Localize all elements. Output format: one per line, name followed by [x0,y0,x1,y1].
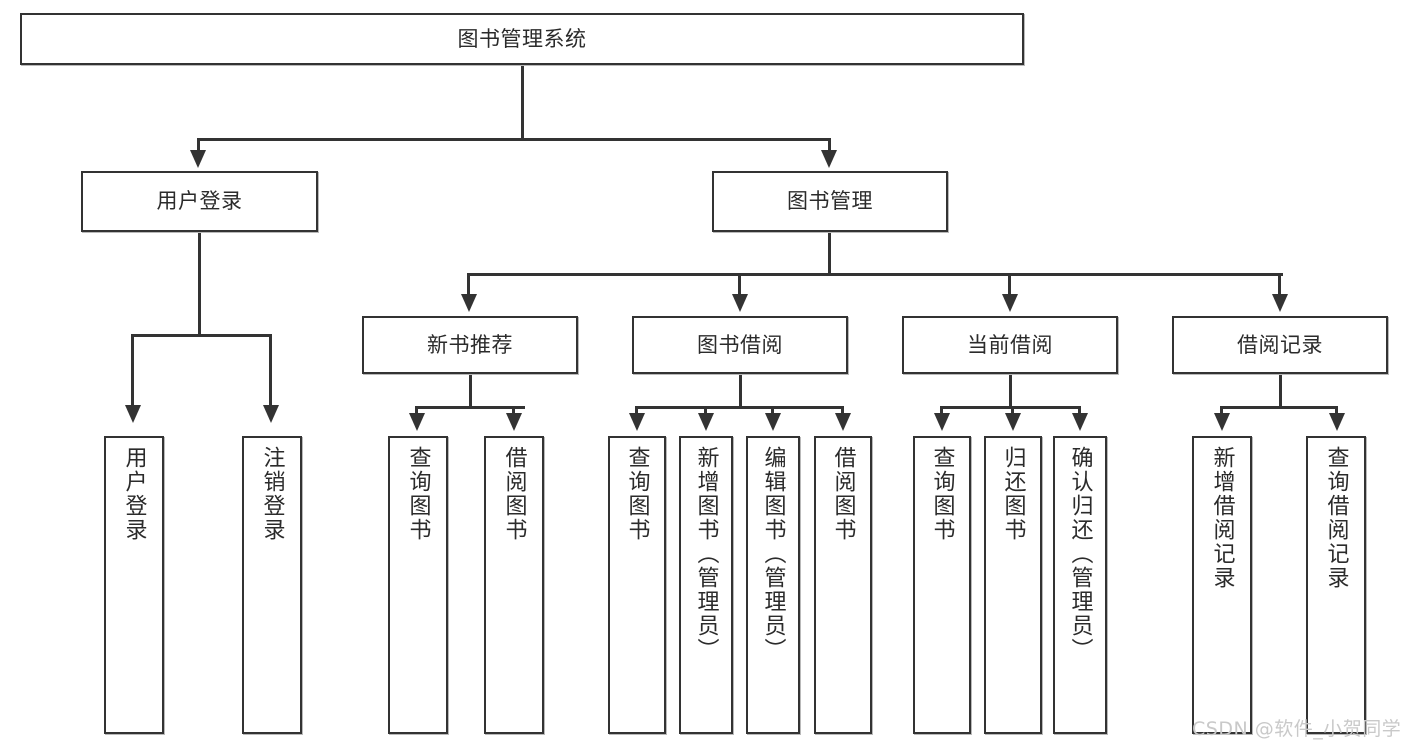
node-root-label: 图书管理系统 [457,26,587,51]
node-leaf-query-book-2[interactable]: 查询图书 [608,436,666,734]
node-leaf-edit-book-label: 编辑图书（管理员） [760,446,786,662]
node-book-manage-label: 图书管理 [787,189,873,214]
connector-new-book-rec-bus [415,406,525,409]
node-leaf-query-book-3[interactable]: 查询图书 [913,436,971,734]
node-current-borrow[interactable]: 当前借阅 [902,316,1118,374]
node-leaf-query-record-label: 查询借阅记录 [1323,446,1349,590]
node-borrow-record[interactable]: 借阅记录 [1172,316,1388,374]
node-leaf-user-login[interactable]: 用户登录 [104,436,164,734]
node-leaf-borrow-book-1[interactable]: 借阅图书 [484,436,544,734]
node-leaf-add-book-label: 新增图书（管理员） [693,446,719,662]
node-book-borrow[interactable]: 图书借阅 [632,316,848,374]
arrowhead-leaf-return-book [1005,413,1021,431]
node-leaf-return-book-label: 归还图书 [1000,446,1026,542]
connector-borrow-record-bus [1220,406,1338,409]
csdn-watermark: CSDN @软件_小贺同学 [1192,718,1402,740]
node-leaf-query-book-2-label: 查询图书 [624,446,650,542]
node-user-login-label: 用户登录 [156,189,243,214]
node-leaf-query-record[interactable]: 查询借阅记录 [1306,436,1366,734]
node-leaf-borrow-book-2[interactable]: 借阅图书 [814,436,872,734]
connector-to-book-borrow [738,273,741,299]
connector-user-login-right-drop [269,334,272,409]
arrowhead-current-borrow [1002,294,1018,312]
arrowhead-leaf-add-record [1214,413,1230,431]
arrowhead-new-book-rec [461,294,477,312]
arrowhead-book-borrow [732,294,748,312]
node-root[interactable]: 图书管理系统 [20,13,1024,65]
connector-book-manage-bus [467,273,1283,276]
connector-to-new-book-rec [467,273,470,299]
arrowhead-root-to-book-manage [821,150,837,168]
node-leaf-borrow-book-2-label: 借阅图书 [830,446,856,542]
node-leaf-query-book-3-label: 查询图书 [929,446,955,542]
node-leaf-confirm-return[interactable]: 确认归还（管理员） [1053,436,1107,734]
node-user-login[interactable]: 用户登录 [81,171,318,232]
arrowhead-leaf-confirm-return [1072,413,1088,431]
arrowhead-leaf-borrow-book-1 [506,413,522,431]
connector-root-bus [197,138,829,141]
node-leaf-add-record[interactable]: 新增借阅记录 [1192,436,1252,734]
connector-root-to-book-manage [828,138,831,158]
connector-current-borrow-stem [1009,374,1012,408]
node-leaf-query-book-1[interactable]: 查询图书 [388,436,448,734]
connector-borrow-record-stem [1279,374,1282,408]
node-leaf-add-book[interactable]: 新增图书（管理员） [679,436,733,734]
connector-user-login-left-drop [131,334,134,409]
node-leaf-add-record-label: 新增借阅记录 [1209,446,1235,590]
node-new-book-rec[interactable]: 新书推荐 [362,316,578,374]
node-leaf-return-book[interactable]: 归还图书 [984,436,1042,734]
arrowhead-leaf-query-record [1329,413,1345,431]
node-new-book-rec-label: 新书推荐 [427,332,513,357]
node-borrow-record-label: 借阅记录 [1237,332,1323,357]
arrowhead-leaf-user-login [125,405,141,423]
node-leaf-logout[interactable]: 注销登录 [242,436,302,734]
node-current-borrow-label: 当前借阅 [967,332,1053,357]
connector-current-borrow-bus [940,406,1080,409]
node-leaf-user-login-label: 用户登录 [121,446,147,542]
connector-root-to-user-login [197,138,200,158]
connector-user-login-stem [198,232,201,336]
node-leaf-logout-label: 注销登录 [259,446,285,542]
connector-root-stem [521,65,524,140]
node-leaf-borrow-book-1-label: 借阅图书 [501,446,527,542]
node-leaf-query-book-1-label: 查询图书 [405,446,431,542]
node-leaf-confirm-return-label: 确认归还（管理员） [1067,446,1093,662]
arrowhead-borrow-record [1272,294,1288,312]
connector-book-borrow-stem [739,374,742,408]
arrowhead-leaf-logout [263,405,279,423]
arrowhead-leaf-borrow-book-2 [835,413,851,431]
connector-user-login-bus [131,334,269,337]
arrowhead-root-to-user-login [190,150,206,168]
connector-book-manage-stem [828,232,831,275]
node-book-borrow-label: 图书借阅 [697,332,783,357]
connector-book-borrow-bus [635,406,843,409]
arrowhead-leaf-query-book-1 [409,413,425,431]
connector-to-current-borrow [1008,273,1011,299]
arrowhead-leaf-edit-book [765,413,781,431]
arrowhead-leaf-query-book-3 [934,413,950,431]
connector-to-borrow-record [1278,273,1281,299]
arrowhead-leaf-add-book [698,413,714,431]
connector-new-book-rec-stem [469,374,472,408]
arrowhead-leaf-query-book-2 [629,413,645,431]
node-book-manage[interactable]: 图书管理 [712,171,948,232]
node-leaf-edit-book[interactable]: 编辑图书（管理员） [746,436,800,734]
